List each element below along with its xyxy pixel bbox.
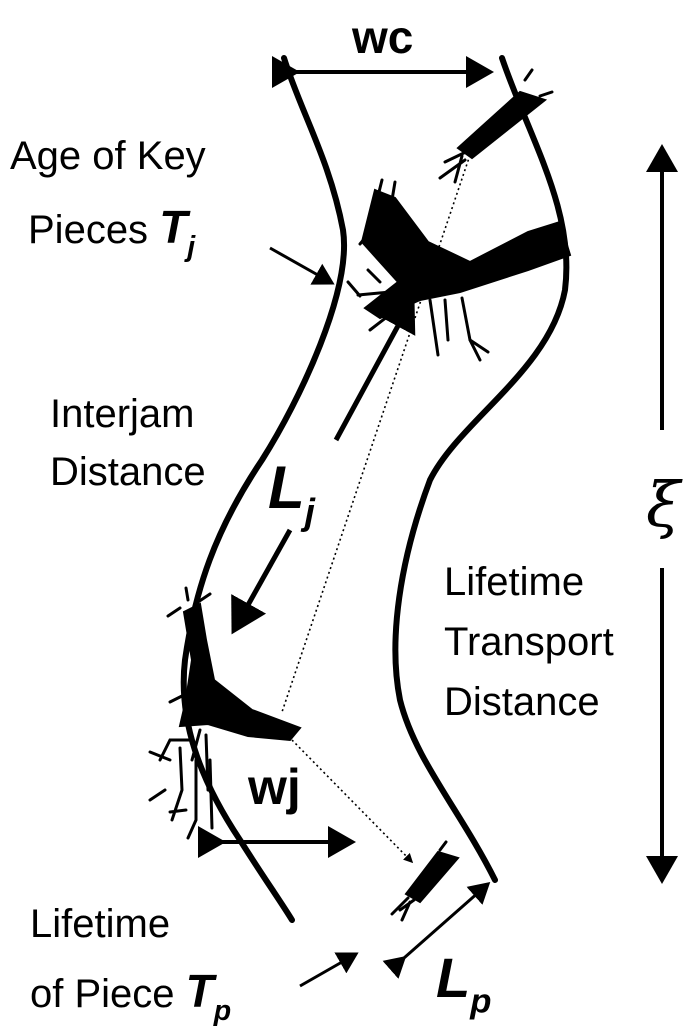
tp-symbol: Tp: [186, 965, 232, 1017]
wj-label: wj: [248, 762, 301, 812]
xi-symbol: ξ: [646, 474, 680, 536]
lj-arrow-lower: [234, 530, 290, 630]
lifetime-transport-line2: Transport: [444, 622, 614, 662]
lifetime-of-piece-line2: of Piece Tp: [30, 968, 231, 1025]
age-of-key-pieces-line2: Pieces Tj: [28, 204, 195, 261]
interjam-line2: Distance: [50, 452, 206, 492]
lifetime-transport-line3: Distance: [444, 682, 600, 722]
log-top: [440, 70, 552, 182]
lj-label: Lj: [268, 458, 315, 531]
of-piece-text: of Piece: [30, 972, 175, 1016]
lj-arrow-upper: [336, 300, 412, 440]
log-bottom: [392, 842, 458, 920]
tp-pointer-arrow: [300, 954, 356, 986]
log-jam-upper: [348, 180, 570, 360]
tj-symbol: Tj: [159, 201, 195, 253]
lifetime-transport-line1: Lifetime: [444, 562, 584, 602]
tj-pointer-arrow: [270, 248, 332, 283]
interjam-line1: Interjam: [50, 394, 195, 434]
age-of-key-pieces-line1: Age of Key: [10, 136, 206, 176]
age-of-key-pieces-text: Pieces: [28, 208, 148, 252]
right-bank: [395, 58, 566, 880]
wc-label: wc: [352, 14, 413, 60]
lifetime-of-piece-line1: Lifetime: [30, 904, 170, 944]
lp-label: Lp: [436, 950, 491, 1019]
